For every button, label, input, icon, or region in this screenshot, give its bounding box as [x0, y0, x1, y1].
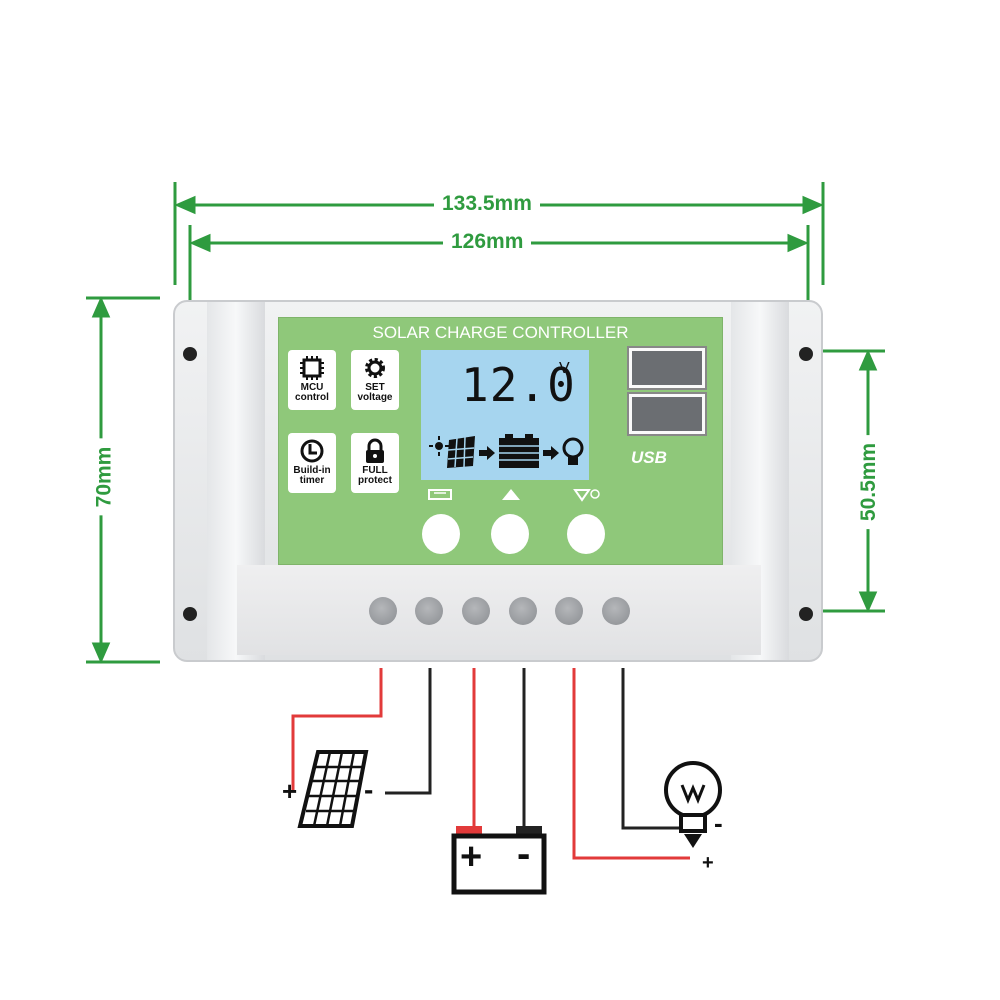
terminal-block: [237, 565, 761, 655]
up-button[interactable]: [491, 514, 529, 554]
battery-icon: [451, 826, 547, 895]
light-bulb-icon: [664, 761, 722, 848]
chip-icon: [300, 356, 324, 380]
solar-panel-icon: [447, 436, 475, 468]
feature-label: voltage: [357, 392, 393, 403]
feature-label: Build-in: [293, 465, 331, 476]
battery-minus-label: -: [517, 832, 531, 876]
feature-label: FULL: [362, 465, 388, 476]
arrowhead: [858, 349, 878, 371]
terminal-battery-negative[interactable]: [509, 597, 537, 625]
feature-label: MCU: [300, 382, 324, 393]
solar-minus-label: -: [364, 774, 374, 805]
clock-icon: [300, 439, 324, 463]
solar-positive-wire: [291, 668, 383, 790]
panel-title: SOLAR CHARGE CONTROLLER: [372, 323, 629, 342]
arrowhead: [802, 195, 824, 215]
load-plus-label: +: [702, 852, 714, 874]
solar-panel-icon: [297, 750, 369, 828]
front-panel: SOLAR CHARGE CONTROLLER MCU control SET …: [278, 317, 723, 565]
solar-negative-wire: [385, 668, 432, 795]
usb-port-bottom[interactable]: [629, 394, 705, 434]
mounting-hole-bottom-left: [183, 607, 197, 621]
feature-label: SET: [365, 382, 385, 393]
feature-label: timer: [299, 475, 325, 486]
terminal-load-negative[interactable]: [602, 597, 630, 625]
arrowhead: [91, 642, 111, 664]
arrow-right-icon: [543, 446, 559, 460]
down-bulb-icon: [573, 489, 600, 502]
lcd-display: 12.0 V: [421, 350, 589, 480]
load-negative-wire: [621, 668, 690, 830]
mounting-hole-top-right: [799, 347, 813, 361]
terminal-solar-positive[interactable]: [369, 597, 397, 625]
arrowhead: [189, 233, 211, 253]
load-minus-label: -: [714, 808, 723, 838]
up-arrow-icon: [502, 489, 520, 500]
arrowhead: [787, 233, 809, 253]
battery-icon: [499, 434, 539, 468]
mounting-hole-bottom-right: [799, 607, 813, 621]
feature-full-protect: FULL protect: [351, 433, 399, 493]
lcd-voltage-unit: V: [559, 360, 570, 377]
usb-label: USB: [631, 448, 667, 467]
dimension-hole-width: 126mm: [443, 230, 532, 254]
bulb-icon: [562, 437, 584, 465]
feature-set-voltage: SET voltage: [351, 350, 399, 410]
charge-controller-body: SOLAR CHARGE CONTROLLER MCU control SET …: [173, 300, 823, 662]
mounting-hole-top-left: [183, 347, 197, 361]
arrowhead: [858, 591, 878, 613]
feature-label: control: [295, 392, 329, 403]
arrow-right-icon: [479, 446, 495, 460]
terminal-load-positive[interactable]: [555, 597, 583, 625]
load-positive-wire: [572, 668, 690, 860]
down-button[interactable]: [567, 514, 605, 554]
arrowhead: [174, 195, 196, 215]
gear-icon: [365, 358, 385, 378]
menu-button[interactable]: [422, 514, 460, 554]
feature-mcu-control: MCU control: [288, 350, 336, 410]
lcd-flow-icons: [429, 434, 584, 468]
arrowhead: [91, 296, 111, 318]
lcd-voltage-readout: 12.0: [461, 358, 576, 412]
lock-icon: [366, 438, 384, 463]
dimension-overall-width: 133.5mm: [434, 192, 540, 216]
battery-plus-label: +: [460, 836, 483, 878]
terminal-battery-positive[interactable]: [462, 597, 490, 625]
usb-port-top[interactable]: [629, 348, 705, 388]
feature-build-in-timer: Build-in timer: [288, 433, 336, 493]
feature-label: protect: [358, 475, 392, 486]
sun-icon: [429, 436, 449, 456]
terminal-solar-negative[interactable]: [415, 597, 443, 625]
solar-plus-label: +: [282, 776, 298, 806]
menu-icon: [428, 489, 452, 500]
